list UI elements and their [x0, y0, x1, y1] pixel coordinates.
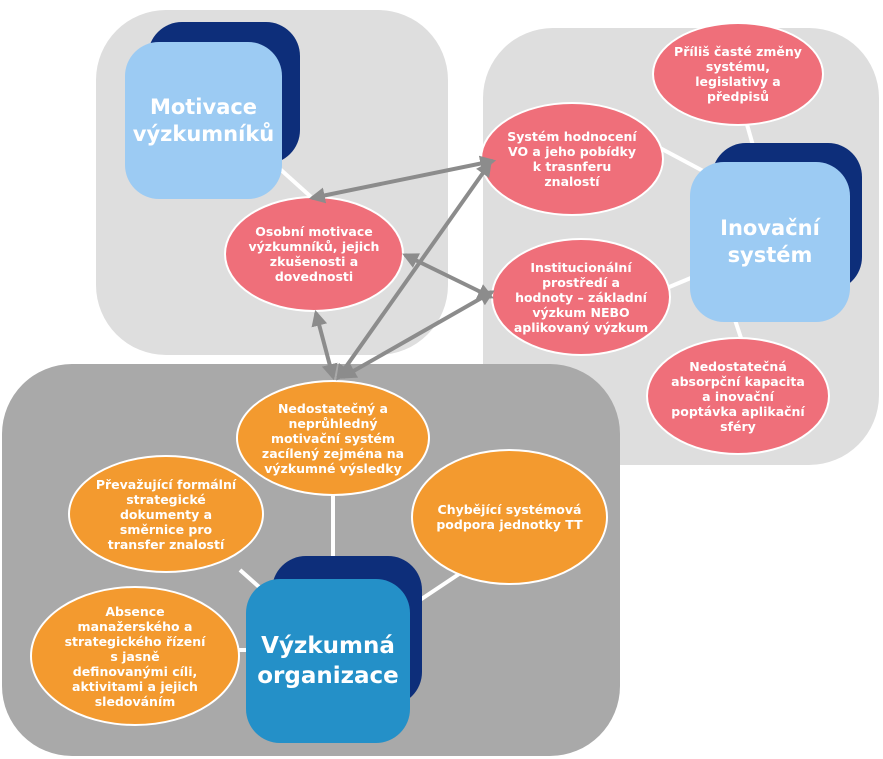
innovation-hub: Inovační systém [690, 162, 850, 322]
arrow-personal-evaluation [308, 155, 497, 204]
arrow-organization-institutional [340, 290, 495, 379]
node-absorption-capacity: Nedostatečná absorpční kapacita a inovač… [646, 337, 830, 455]
node-institutional-environment: Institucionální prostředí a hodnoty – zá… [491, 238, 671, 356]
node-management: Absence manažerského a strategického říz… [30, 586, 240, 726]
organization-hub: Výzkumná organizace [246, 579, 410, 743]
node-frequent-changes: Příliš časté změny systému, legislativy … [652, 22, 824, 126]
motivation-hub: Motivace výzkumníků [125, 42, 282, 199]
arrow-organization-evaluation [336, 160, 492, 381]
node-motivation-system: Nedostatečný a neprůhledný motivační sys… [236, 380, 430, 496]
node-tt-support: Chybějící systémová podpora jednotky TT [411, 449, 608, 585]
arrow-personal-institutional [402, 253, 494, 299]
arrow-personal-organization [311, 309, 338, 381]
node-formal-documents: Převažující formální strategické dokumen… [68, 455, 264, 573]
